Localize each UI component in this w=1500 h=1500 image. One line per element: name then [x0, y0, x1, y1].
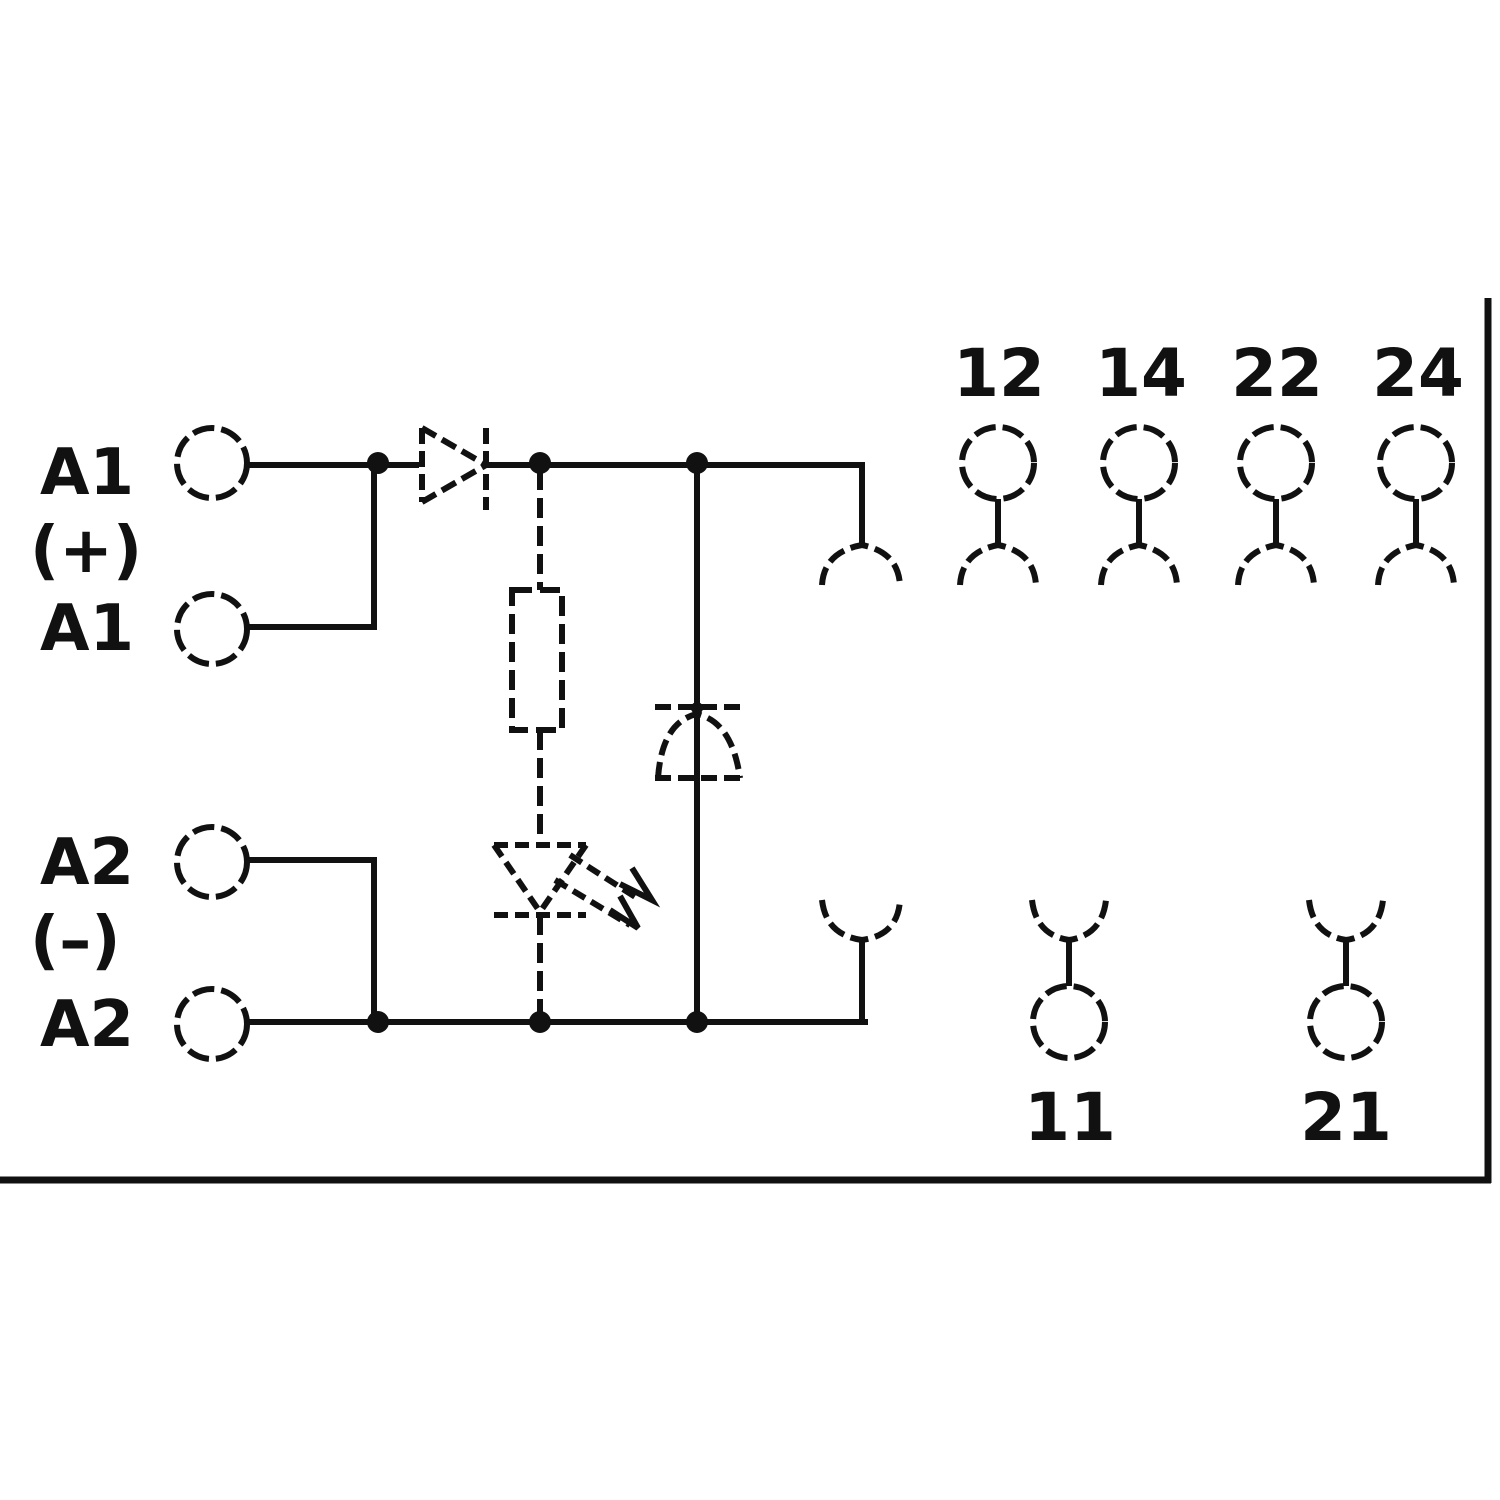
led-indicator-icon: [491, 842, 661, 931]
terminal-circle-a1-bottom: [174, 591, 250, 667]
terminal-label-12: 12: [953, 335, 1045, 412]
terminal-label-11: 11: [1024, 1079, 1116, 1156]
terminal-circle-11: [1030, 983, 1108, 1061]
terminal-circle-21: [1307, 983, 1385, 1061]
contact-24-icon: [1375, 499, 1457, 586]
coil-wiring: [244, 462, 868, 1025]
protection-diode-icon: [419, 425, 489, 510]
terminal-circle-a2-top: [174, 824, 250, 900]
resistor-icon: [509, 587, 565, 733]
terminal-label-a1-bottom: A1: [40, 592, 134, 666]
contact-12-icon: [957, 499, 1039, 586]
junction-dots: [367, 452, 708, 1033]
terminal-circle-a1-top: [174, 425, 250, 501]
terminal-label-a2-polarity: (–): [30, 904, 121, 978]
terminal-label-14: 14: [1095, 335, 1187, 412]
enclosure-border: [0, 298, 1492, 1184]
terminal-circle-24: [1377, 424, 1455, 502]
terminal-label-24: 24: [1372, 335, 1464, 412]
terminal-label-21: 21: [1300, 1079, 1392, 1156]
terminal-label-a1-top: A1: [40, 436, 134, 510]
contact-14-icon: [1098, 499, 1180, 586]
contact-21-icon: [1306, 899, 1386, 986]
terminal-label-a1-polarity: (+): [30, 514, 142, 588]
contact-11-icon: [1029, 899, 1109, 986]
changeover-contact-icon: [819, 541, 903, 944]
terminal-circle-12: [959, 424, 1037, 502]
terminal-label-22: 22: [1231, 335, 1323, 412]
terminal-label-a2-bottom: A2: [40, 988, 134, 1062]
terminal-label-a2-top: A2: [40, 826, 134, 900]
terminal-circle-a2-bottom: [174, 986, 250, 1062]
contact-22-icon: [1235, 499, 1317, 586]
terminal-circle-14: [1100, 424, 1178, 502]
terminal-circle-22: [1237, 424, 1315, 502]
